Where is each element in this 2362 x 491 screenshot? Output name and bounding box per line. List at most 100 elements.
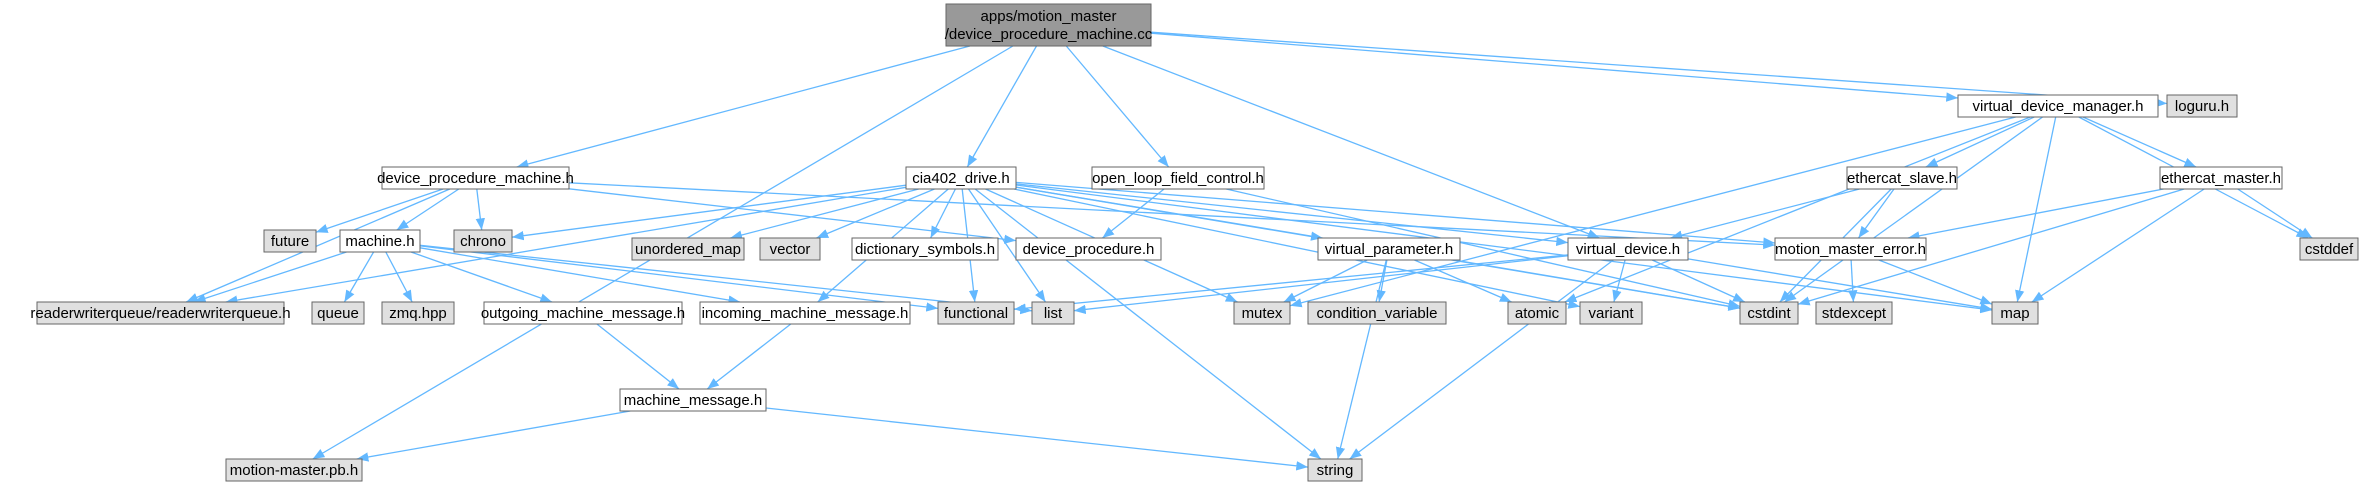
edge-line — [225, 186, 907, 305]
node-machine-message-h[interactable]: machine_message.h — [619, 388, 767, 412]
node-device-procedure-h[interactable]: device_procedure.h — [1015, 237, 1162, 261]
edge-vdm-to-ecslave — [1925, 116, 2035, 168]
node-label: machine_message.h — [624, 392, 762, 409]
edge-vdev-to-cstdint — [1651, 259, 1746, 303]
node-chrono[interactable]: chrono — [453, 229, 513, 253]
edge-line — [1335, 259, 1387, 460]
edge-line — [974, 188, 1322, 460]
node-virtual-parameter-h[interactable]: virtual_parameter.h — [1317, 237, 1461, 261]
edge-cia402-to-vdev — [1015, 183, 1569, 247]
edge-line — [1414, 259, 1512, 303]
node-functional[interactable]: functional — [937, 301, 1015, 325]
edge-line — [2237, 188, 2313, 239]
node-ethercat-slave-h[interactable]: ethercat_slave.h — [1846, 166, 1958, 190]
edge-vdev-to-list — [1073, 255, 1569, 315]
edge-line — [967, 188, 1047, 303]
node-variant[interactable]: variant — [1579, 301, 1643, 325]
edge-vparam-to-condvar — [1376, 259, 1388, 303]
edge-root-to-cia402 — [966, 45, 1038, 168]
edge-line — [193, 251, 347, 303]
node-label: machine.h — [345, 233, 414, 250]
edge-cia402-to-mme — [1015, 181, 1776, 247]
edge-line — [1289, 116, 2016, 308]
node-incoming-machine-message-h[interactable]: incoming_machine_message.h — [699, 301, 911, 325]
node-open-loop-field-control-h[interactable]: open_loop_field_control.h — [1091, 166, 1265, 190]
node-readerwriterqueue-h[interactable]: readerwriterqueue/readerwriterqueue.h — [30, 301, 291, 325]
node-list[interactable]: list — [1031, 301, 1075, 325]
node-future[interactable]: future — [263, 229, 317, 253]
edge-vdev-to-functional — [1013, 254, 1569, 313]
edge-line — [1857, 188, 1895, 239]
edge-machine-to-rwq — [193, 251, 347, 303]
edge-line — [343, 251, 375, 303]
node-label: future — [271, 233, 309, 250]
edge-ecslave-to-vdev — [1670, 188, 1860, 240]
node-queue[interactable]: queue — [311, 301, 365, 325]
node-label: map — [2000, 305, 2029, 322]
node-dictionary-symbols-h[interactable]: dictionary_symbols.h — [851, 237, 999, 261]
node-label: unordered_map — [635, 241, 741, 258]
node-virtual-device-h[interactable]: virtual_device.h — [1567, 237, 1689, 261]
edge-machine-to-list — [419, 244, 1033, 315]
edge-cia402-to-dictsym — [930, 188, 956, 239]
edge-line — [1907, 188, 2164, 241]
edge-line — [1101, 188, 1165, 239]
edge-dpm_h-to-future — [315, 188, 444, 233]
node-map[interactable]: map — [1991, 301, 2039, 325]
node-cstddef[interactable]: cstddef — [2299, 237, 2359, 261]
node-motion-master-pb-h[interactable]: motion-master.pb.h — [225, 458, 363, 482]
node-machine-h[interactable]: machine.h — [339, 229, 421, 253]
node-mutex[interactable]: mutex — [1233, 301, 1291, 325]
node-ethercat-master-h[interactable]: ethercat_master.h — [2159, 166, 2283, 190]
node-root[interactable]: apps/motion_master /device_procedure_mac… — [945, 3, 1153, 47]
edge-line — [765, 407, 1309, 471]
node-virtual-device-manager-h[interactable]: virtual_device_manager.h — [1957, 94, 2159, 118]
node-cia402-drive-h[interactable]: cia402_drive.h — [905, 166, 1017, 190]
edge-line — [1784, 116, 2043, 303]
edge-mme-to-map — [1878, 259, 1993, 305]
node-cstdint[interactable]: cstdint — [1739, 301, 1799, 325]
node-device-procedure-machine-h[interactable]: device_procedure_machine.h — [377, 166, 574, 190]
node-condition-variable[interactable]: condition_variable — [1307, 301, 1447, 325]
node-label: string — [1317, 462, 1354, 479]
edge-line — [1612, 259, 1626, 303]
edge-vdm-to-map — [2015, 116, 2057, 303]
node-zmq-hpp[interactable]: zmq.hpp — [381, 301, 455, 325]
edge-line — [1013, 254, 1569, 313]
dependency-edges — [185, 31, 2313, 471]
edge-vparam-to-string — [1335, 259, 1387, 460]
node-atomic[interactable]: atomic — [1507, 301, 1567, 325]
edge-line — [596, 323, 680, 390]
node-label: queue — [317, 305, 359, 322]
node-outgoing-machine-message-h[interactable]: outgoing_machine_message.h — [481, 301, 685, 325]
node-motion-master-error-h[interactable]: motion_master_error.h — [1774, 237, 1927, 261]
dependency-nodes: apps/motion_master /device_procedure_mac… — [30, 3, 2359, 482]
node-label: cia402_drive.h — [912, 170, 1010, 187]
node-string[interactable]: string — [1307, 458, 1363, 482]
node-vector[interactable]: vector — [759, 237, 821, 261]
node-label: ethercat_master.h — [2161, 170, 2281, 187]
edge-machine-to-queue — [343, 251, 375, 303]
edge-ecslave-to-mme — [1857, 188, 1895, 239]
edge-machine-to-imm — [419, 247, 741, 305]
edge-vparam-to-atomic — [1414, 259, 1512, 303]
edge-cia402-to-umap — [730, 188, 919, 240]
edge-line — [1150, 31, 2168, 108]
edge-line — [1013, 188, 1581, 309]
edge-cia402-to-rwq — [225, 186, 907, 305]
node-unordered-map[interactable]: unordered_map — [631, 237, 745, 261]
edge-dpm_h-to-chrono — [475, 188, 485, 231]
edge-line — [315, 188, 444, 233]
node-label: cstddef — [2305, 241, 2354, 258]
edge-line — [1670, 188, 1860, 240]
edge-cia402-to-chrono — [511, 184, 907, 241]
edge-line — [568, 182, 1776, 250]
node-label: apps/motion_master — [981, 8, 1117, 25]
node-stdexcept[interactable]: stdexcept — [1815, 301, 1893, 325]
edge-line — [516, 45, 971, 169]
node-loguru-h[interactable]: loguru.h — [2166, 94, 2238, 118]
edge-line — [419, 245, 939, 312]
edge-dpm_h-to-mme — [568, 182, 1776, 250]
edge-line — [1848, 259, 1858, 303]
edge-line — [410, 251, 553, 303]
